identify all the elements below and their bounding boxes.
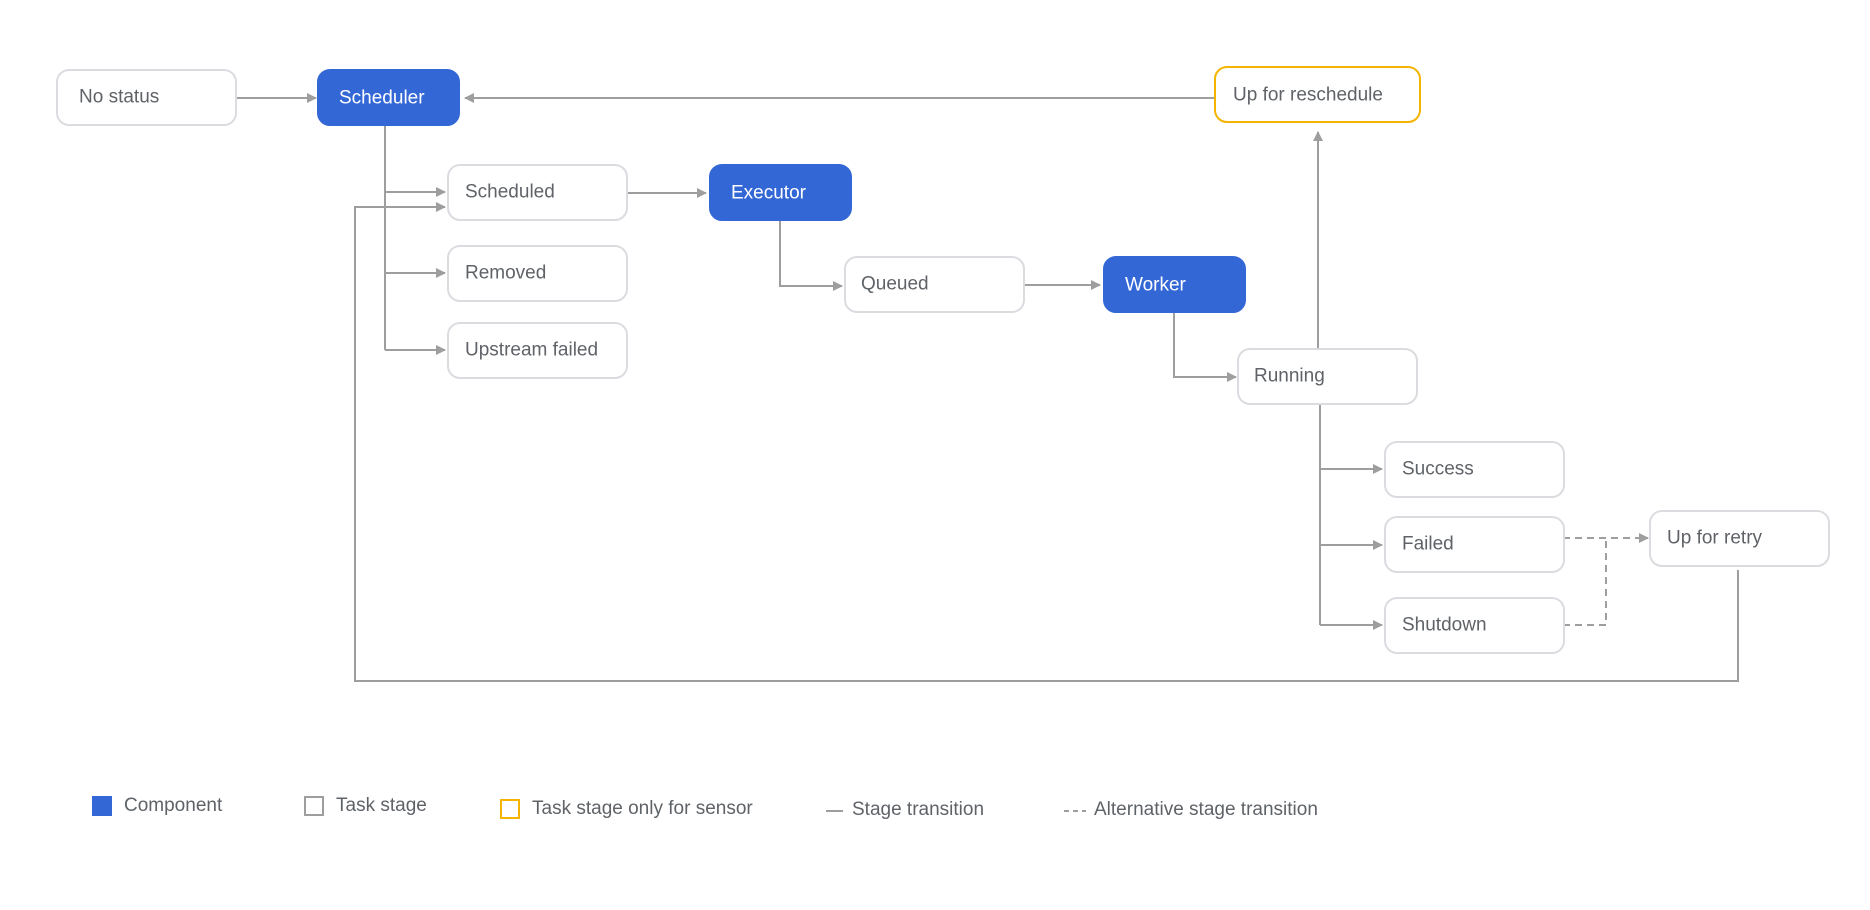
node-up-for-reschedule: Up for reschedule	[1214, 66, 1421, 123]
legend-task-stage-swatch	[304, 796, 324, 816]
legend-stage-transition-label: Stage transition	[852, 799, 984, 820]
component-executor: Executor	[709, 164, 852, 221]
legend-sensor-stage-label: Task stage only for sensor	[532, 798, 753, 819]
node-up-for-retry: Up for retry	[1649, 510, 1830, 567]
edge-worker-to-running	[1173, 313, 1237, 382]
node-upstream-failed: Upstream failed	[447, 322, 628, 379]
component-executor-label: Executor	[731, 183, 807, 204]
legend: Component Task stage Task stage only for…	[92, 795, 1318, 820]
node-shutdown: Shutdown	[1384, 597, 1565, 654]
alternative-edges	[1563, 533, 1649, 626]
component-scheduler: Scheduler	[317, 69, 460, 126]
node-no-status: No status	[56, 69, 237, 126]
node-queued-label: Queued	[861, 274, 929, 295]
legend-component-label: Component	[124, 795, 223, 816]
node-upstream-failed-label: Upstream failed	[465, 340, 598, 361]
legend-task-stage-label: Task stage	[336, 795, 427, 816]
node-success: Success	[1384, 441, 1565, 498]
node-failed: Failed	[1384, 516, 1565, 573]
legend-alternative-transition-label: Alternative stage transition	[1094, 799, 1318, 820]
node-running-label: Running	[1254, 366, 1325, 387]
component-scheduler-label: Scheduler	[339, 88, 425, 109]
node-up-for-reschedule-label: Up for reschedule	[1233, 85, 1383, 106]
edges	[237, 93, 1739, 682]
node-no-status-label: No status	[79, 87, 159, 108]
component-worker-label: Worker	[1125, 275, 1187, 296]
node-running: Running	[1237, 348, 1418, 405]
edge-shutdown-to-retry	[1563, 538, 1607, 626]
node-success-label: Success	[1402, 459, 1474, 480]
node-scheduled-label: Scheduled	[465, 182, 555, 203]
legend-sensor-stage-swatch	[500, 799, 520, 819]
edge-executor-to-queued	[779, 221, 843, 291]
edge-retry-to-scheduled	[354, 202, 1739, 682]
node-shutdown-label: Shutdown	[1402, 615, 1487, 636]
node-failed-label: Failed	[1402, 534, 1454, 555]
node-removed-label: Removed	[465, 263, 546, 284]
component-worker: Worker	[1103, 256, 1246, 313]
node-scheduled: Scheduled	[447, 164, 628, 221]
node-removed: Removed	[447, 245, 628, 302]
legend-component-swatch	[92, 796, 112, 816]
node-queued: Queued	[844, 256, 1025, 313]
node-up-for-retry-label: Up for retry	[1667, 528, 1763, 549]
